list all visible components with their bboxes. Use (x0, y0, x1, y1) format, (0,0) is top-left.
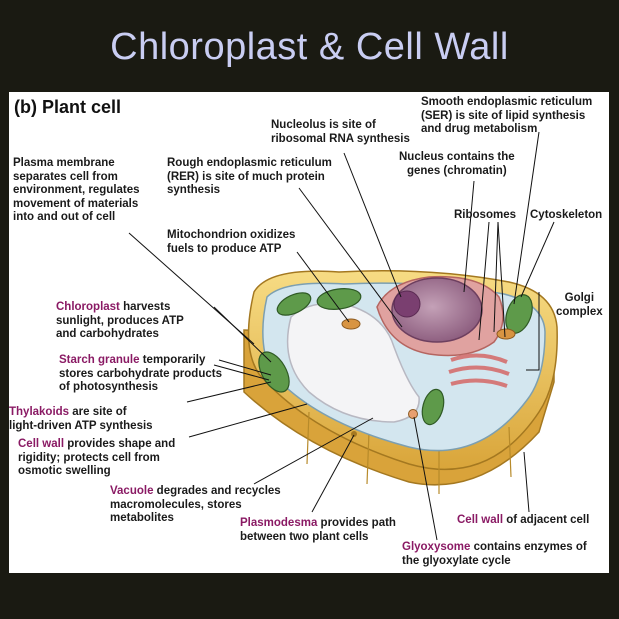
chloroplasts (258, 288, 533, 426)
label-cell-wall: Cell wall provides shape and rigidity; p… (18, 438, 176, 477)
label-ser: Smooth endoplasmic reticulum(SER) is sit… (421, 96, 593, 135)
glyoxysome (408, 409, 418, 419)
label-adjacent-cell-wall: Cell wall of adjacent cell (457, 514, 590, 526)
label-thylakoids: Thylakoids are site of light-driven ATP … (9, 406, 153, 432)
figure-panel: (b) Plant cell (9, 92, 609, 573)
label-vacuole: Vacuole degrades and recycles macromolec… (110, 485, 281, 524)
label-starch-granule: Starch granule temporarily stores carboh… (59, 354, 222, 393)
label-plasmodesma: Plasmodesma provides path between two pl… (240, 517, 396, 543)
mitochondria (341, 318, 516, 340)
nucleolus (393, 290, 421, 318)
slide-title: Chloroplast & Cell Wall (110, 26, 509, 68)
figure-subtitle: (b) Plant cell (14, 97, 122, 117)
label-chloroplast: Chloroplast harvests sunlight, produces … (56, 301, 184, 340)
label-cytoskeleton: Cytoskeleton (530, 209, 603, 221)
cell-wall-segments (306, 411, 512, 494)
plasmodesma-dot (351, 431, 357, 437)
golgi-complex (448, 353, 510, 388)
label-ribosomes: Ribosomes (454, 209, 516, 221)
plant-cell-diagram (128, 131, 558, 541)
nucleus-group (376, 275, 504, 357)
label-glyoxysome: Glyoxysome contains enzymes of the glyox… (402, 541, 587, 567)
leader-lines (128, 131, 555, 541)
label-rer: Rough endoplasmic reticulum(RER) is site… (167, 157, 332, 196)
